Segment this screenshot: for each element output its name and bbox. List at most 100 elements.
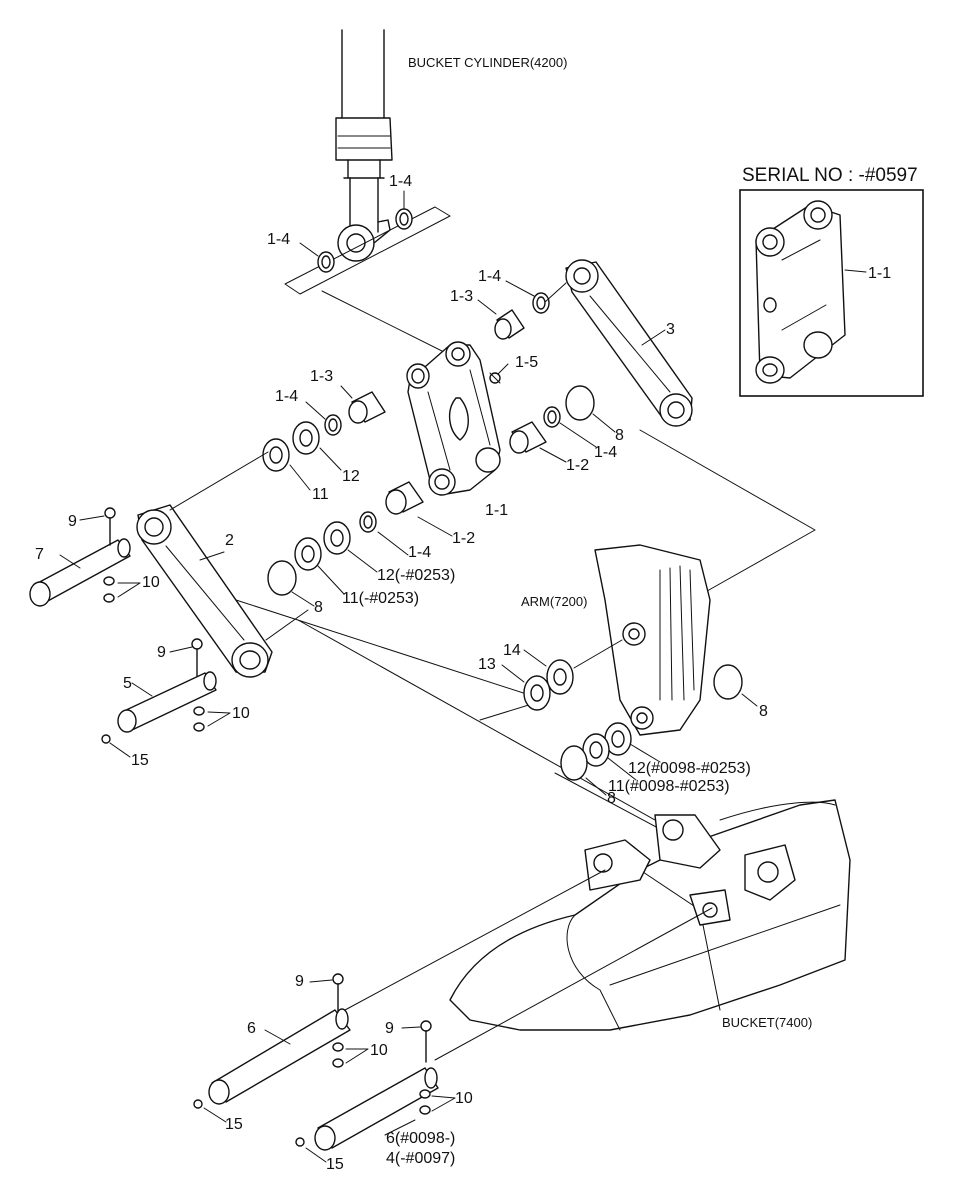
callout-1-3: 1-3 <box>310 368 333 385</box>
nut-10-b <box>193 706 205 732</box>
bolt-1-5 <box>489 372 501 384</box>
callout-1-4: 1-4 <box>594 444 617 461</box>
bolt-9-c <box>332 973 344 1013</box>
bucket-label: BUCKET(7400) <box>722 1015 812 1030</box>
callout-2: 2 <box>225 532 234 549</box>
bucket-cylinder <box>335 29 393 262</box>
nut-10-a <box>103 576 115 603</box>
callout-8: 8 <box>759 703 768 720</box>
nut-10-c <box>332 1042 344 1068</box>
arm-7200 <box>594 544 711 736</box>
callout-10: 10 <box>142 574 160 591</box>
cylinder-pin-plane <box>284 206 451 295</box>
shim-12-upper <box>292 421 320 455</box>
callout-8: 8 <box>607 790 616 807</box>
callout-11: 11 <box>312 486 329 503</box>
link-3 <box>565 259 693 427</box>
callout-12: 12 <box>342 468 360 485</box>
callout-1-4: 1-4 <box>389 173 412 190</box>
shim-12-lower <box>323 521 351 555</box>
link-2 <box>136 504 273 678</box>
callout-6: 6 <box>247 1020 256 1037</box>
leader-line <box>573 639 623 669</box>
shim-14 <box>546 659 574 695</box>
shim-11-upper <box>262 438 290 472</box>
callout-1-4: 1-4 <box>478 268 501 285</box>
inset-part-label: 1-1 <box>868 265 891 282</box>
arm-label: ARM(7200) <box>521 594 587 609</box>
inset-title: SERIAL NO : -#0597 <box>742 165 918 186</box>
shim-11-lower <box>294 537 322 571</box>
o-ring-8-lower <box>560 745 588 781</box>
callout-1-5: 1-5 <box>515 354 538 371</box>
callout-10: 10 <box>370 1042 388 1059</box>
callout-1-2: 1-2 <box>452 530 475 547</box>
callout-15: 15 <box>225 1116 243 1133</box>
callout-11-serial: 11(-#0253) <box>342 590 419 607</box>
washer-1-4-left2 <box>324 414 342 436</box>
callout-9: 9 <box>385 1020 394 1037</box>
callout-leaders <box>59 190 867 1163</box>
callout-1-4: 1-4 <box>408 544 431 561</box>
callout-3: 3 <box>666 321 675 338</box>
callout-12-serial: 12(-#0253) <box>377 567 455 584</box>
bolt-9-b <box>191 638 203 677</box>
bushing-1-3-top <box>494 309 525 340</box>
pin-7 <box>29 538 131 607</box>
link-1-1 <box>406 341 501 496</box>
callout-11-serial: 11(#0098-#0253) <box>608 778 730 795</box>
o-ring-8-left <box>267 560 297 596</box>
callout-1-4: 1-4 <box>275 388 298 405</box>
callout-1-4: 1-4 <box>267 231 290 248</box>
leader-line <box>169 451 269 511</box>
pin-axis-line <box>434 907 713 1061</box>
o-ring-8-arm <box>713 664 743 700</box>
callout-15: 15 <box>131 752 149 769</box>
callout-1-3: 1-3 <box>450 288 473 305</box>
callout-9: 9 <box>68 513 77 530</box>
callout-1-2: 1-2 <box>566 457 589 474</box>
callout-6-serial: 6(#0098-) <box>386 1130 455 1147</box>
bucket-cylinder-label: BUCKET CYLINDER(4200) <box>408 55 567 70</box>
bushing-1-2-right <box>509 421 547 454</box>
washer-1-4-left <box>317 251 335 273</box>
bolt-9-a <box>104 507 116 546</box>
callout-10: 10 <box>455 1090 473 1107</box>
pin-5 <box>117 671 217 733</box>
washer-1-4-right <box>543 406 561 428</box>
callout-9: 9 <box>295 973 304 990</box>
leader-line <box>235 599 546 721</box>
pin-4-6 <box>314 1067 439 1151</box>
bushing-1-3-left <box>348 391 386 424</box>
leader-line <box>321 290 461 361</box>
callout-8: 8 <box>615 427 624 444</box>
callout-4-serial: 4(-#0097) <box>386 1150 455 1167</box>
callout-10: 10 <box>232 705 250 722</box>
nut-10-d <box>419 1089 431 1115</box>
leader-line <box>639 429 816 596</box>
bolt-9-d <box>420 1020 432 1063</box>
callout-12-serial: 12(#0098-#0253) <box>628 760 751 777</box>
o-ring-8-top <box>565 385 595 421</box>
callout-1-1: 1-1 <box>485 502 508 519</box>
shim-13 <box>523 675 551 711</box>
pin-6 <box>208 1008 351 1105</box>
washer-1-4-mid <box>532 292 550 314</box>
serial-inset <box>739 189 924 397</box>
grease-fitting-15-c <box>295 1137 305 1147</box>
grease-fitting-15-a <box>101 734 111 744</box>
callout-13: 13 <box>478 656 496 673</box>
callout-9: 9 <box>157 644 166 661</box>
callout-7: 7 <box>35 546 44 563</box>
leader-line <box>265 609 309 641</box>
bushing-1-2-lower <box>385 481 424 515</box>
callout-14: 14 <box>503 642 521 659</box>
bucket-7400 <box>449 799 851 1031</box>
washer-1-4-top <box>395 208 413 230</box>
callout-15: 15 <box>326 1156 344 1173</box>
callout-8: 8 <box>314 599 323 616</box>
leader-line <box>544 282 567 303</box>
grease-fitting-15-b <box>193 1099 203 1109</box>
